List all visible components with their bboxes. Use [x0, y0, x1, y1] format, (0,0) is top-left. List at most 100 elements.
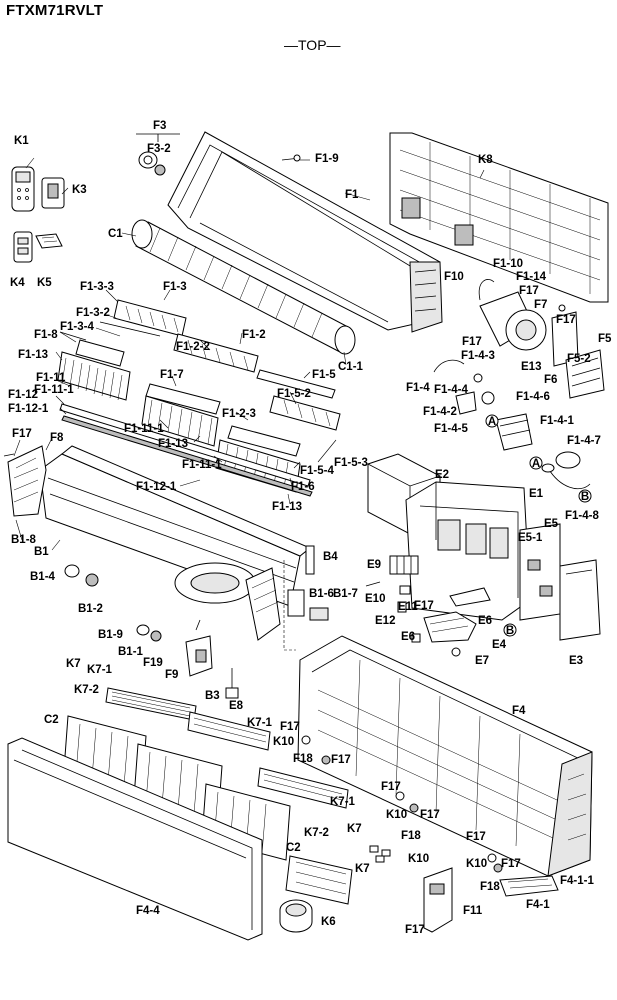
- part-label: K5: [37, 277, 52, 289]
- part-label: B1-4: [30, 571, 56, 583]
- part-label: F1-11-1: [34, 384, 74, 396]
- link-assembly-part: [113, 299, 341, 431]
- part-label: E11: [398, 601, 418, 613]
- part-label: F1-4-2: [423, 406, 457, 418]
- part-label: F17: [381, 781, 401, 793]
- part-label: F1-5-2: [277, 388, 311, 400]
- part-label: F1-5: [312, 369, 336, 381]
- part-label: K6: [321, 916, 336, 928]
- part-label: F6: [544, 374, 557, 386]
- part-label: F1-3-2: [76, 307, 110, 319]
- front-panel-part: [7, 737, 263, 941]
- part-label: F1-8: [34, 329, 58, 341]
- part-label: E6: [478, 615, 492, 627]
- part-label: F8: [50, 432, 64, 444]
- view-label: —TOP—: [284, 37, 341, 53]
- part-label: F1-3: [163, 281, 187, 293]
- part-label: F1-9: [315, 153, 339, 165]
- part-label: F1-4-6: [516, 391, 550, 403]
- part-label: F17: [280, 721, 300, 733]
- part-label: C2: [44, 714, 59, 726]
- knob-part: [64, 564, 162, 642]
- part-label: F1-13: [272, 501, 302, 513]
- part-label: K8: [478, 154, 493, 166]
- cross-flow-fan-part: [131, 219, 356, 355]
- callout-a-label: A: [532, 458, 540, 470]
- part-label: F4-1: [526, 899, 550, 911]
- part-label: F3: [153, 120, 166, 132]
- part-label: B1-7: [333, 588, 358, 600]
- part-label: K7-1: [247, 717, 273, 729]
- part-label: K3: [72, 184, 87, 196]
- part-label: F18: [293, 753, 313, 765]
- callout-b-label: B: [506, 625, 514, 637]
- part-label: K7-1: [87, 664, 113, 676]
- part-label: K7: [66, 658, 81, 670]
- part-label: F1-10: [493, 258, 523, 270]
- part-label: F1-13: [18, 349, 48, 361]
- part-label: K7: [355, 863, 370, 875]
- bearing-part: [138, 151, 166, 176]
- part-label: F1-3-4: [60, 321, 94, 333]
- part-label: E1: [529, 488, 544, 500]
- part-label: E2: [435, 469, 449, 481]
- part-label: F1-4-3: [461, 350, 495, 362]
- part-label: E12: [375, 615, 395, 627]
- part-label: E6: [401, 631, 415, 643]
- shield-plate-part: [559, 559, 601, 641]
- part-label: K10: [273, 736, 294, 748]
- part-label: F1-11-1: [124, 423, 164, 435]
- swing-motor-part: [185, 619, 213, 677]
- part-label: B1-2: [78, 603, 103, 615]
- part-label: F1-12: [8, 389, 38, 401]
- part-label: F1-12-1: [8, 403, 49, 415]
- part-label: K7: [347, 823, 362, 835]
- part-label: F4: [512, 705, 526, 717]
- part-label: F17: [414, 600, 434, 612]
- part-label: F3-2: [147, 143, 171, 155]
- part-label: F11: [463, 905, 483, 917]
- part-label: F19: [143, 657, 163, 669]
- part-label: F17: [420, 809, 440, 821]
- part-label: F1-3-3: [80, 281, 114, 293]
- filter-roll-part: [279, 899, 313, 933]
- part-label: F1-4-4: [434, 384, 468, 396]
- clip-part: [301, 735, 503, 873]
- part-label: F17: [466, 831, 486, 843]
- part-label: F1-11-1: [182, 459, 222, 471]
- callout-b-label: B: [581, 491, 589, 503]
- part-label: F7: [534, 299, 547, 311]
- part-label: F17: [462, 336, 482, 348]
- part-label: K7-2: [304, 827, 329, 839]
- part-label: F1-2-3: [222, 408, 256, 420]
- part-label: E7: [475, 655, 489, 667]
- part-label: B3: [205, 690, 220, 702]
- part-label: F18: [401, 830, 421, 842]
- part-label: F17: [501, 858, 521, 870]
- part-label: B1: [34, 546, 49, 558]
- part-label: F1-11: [36, 372, 66, 384]
- air-filter-part: [105, 687, 353, 905]
- part-label: B1-6: [309, 588, 334, 600]
- part-label: F1-4: [406, 382, 430, 394]
- part-label: F17: [519, 285, 539, 297]
- part-label: E9: [367, 559, 381, 571]
- part-label: E5-1: [518, 532, 543, 544]
- part-label: B1-1: [118, 646, 144, 658]
- part-label: F9: [165, 669, 178, 681]
- part-label: E10: [365, 593, 385, 605]
- part-label: E13: [521, 361, 541, 373]
- part-label: C1-1: [338, 361, 364, 373]
- part-label: F1-2: [242, 329, 266, 341]
- part-label: F1: [345, 189, 359, 201]
- part-label: K1: [14, 135, 29, 147]
- remote-holder-part: [41, 177, 65, 209]
- part-label: E8: [229, 700, 244, 712]
- part-label: C2: [286, 842, 301, 854]
- part-label: F1-7: [160, 369, 184, 381]
- part-label: K7-2: [74, 684, 99, 696]
- part-label: E4: [492, 639, 507, 651]
- main-frame-part: [167, 131, 443, 333]
- part-label: F18: [480, 881, 500, 893]
